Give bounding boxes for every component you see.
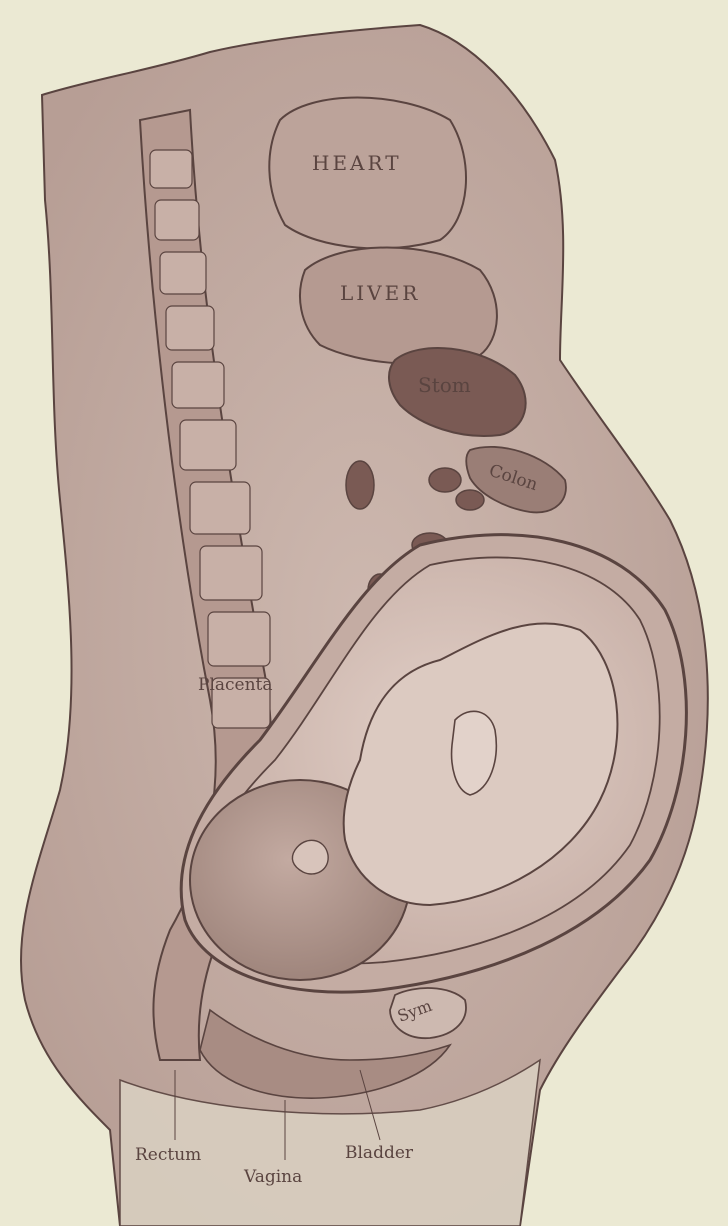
label-vagina: Vagina <box>243 1167 302 1187</box>
label-rectum: Rectum <box>135 1145 201 1165</box>
label-stomach: Stom <box>418 373 471 397</box>
label-liver: LIVER <box>340 281 420 305</box>
label-heart: HEART <box>312 151 402 175</box>
label-placenta: Placenta <box>198 675 273 695</box>
label-bladder: Bladder <box>345 1143 414 1163</box>
liver <box>300 248 497 364</box>
